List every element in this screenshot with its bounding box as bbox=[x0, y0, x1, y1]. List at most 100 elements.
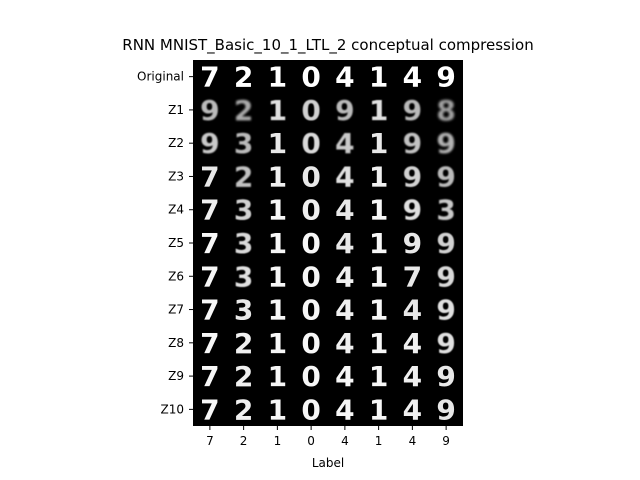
x-tick-label: 1 bbox=[375, 434, 383, 448]
digit-cell: 9 bbox=[436, 327, 455, 360]
digit-cell: 1 bbox=[268, 127, 287, 160]
digit-cell: 1 bbox=[268, 227, 287, 260]
digit-cell: 0 bbox=[301, 94, 320, 127]
digit-cell: 8 bbox=[436, 94, 455, 127]
digit-cell: 2 bbox=[234, 393, 253, 426]
digit-cell: 7 bbox=[200, 393, 219, 426]
digit-cell: 7 bbox=[200, 194, 219, 227]
digit-cell: 9 bbox=[436, 61, 455, 94]
digit-cell: 9 bbox=[403, 194, 422, 227]
x-tick-label: 2 bbox=[240, 434, 248, 448]
digit-cell: 0 bbox=[301, 327, 320, 360]
digit-cell: 7 bbox=[200, 227, 219, 260]
digit-cell: 1 bbox=[268, 393, 287, 426]
digit-cell: 1 bbox=[369, 360, 388, 393]
y-tick-label: Z3 bbox=[168, 170, 184, 184]
digit-cell: 0 bbox=[301, 260, 320, 293]
digit-cell: 4 bbox=[335, 327, 354, 360]
digit-cell: 2 bbox=[234, 360, 253, 393]
digit-cell: 1 bbox=[369, 294, 388, 327]
digit-cell: 9 bbox=[200, 127, 219, 160]
digit-cell: 1 bbox=[268, 260, 287, 293]
y-tick-label: Z10 bbox=[161, 402, 185, 416]
digit-cell: 7 bbox=[200, 360, 219, 393]
digit-cell: 4 bbox=[335, 161, 354, 194]
digit-cell: 7 bbox=[200, 294, 219, 327]
digit-cell: 0 bbox=[301, 294, 320, 327]
digit-cell: 9 bbox=[436, 227, 455, 260]
digit-cell: 3 bbox=[234, 194, 253, 227]
digit-cell: 1 bbox=[268, 360, 287, 393]
digit-cell: 7 bbox=[403, 260, 422, 293]
digit-cell: 4 bbox=[335, 127, 354, 160]
x-tick-label: 1 bbox=[274, 434, 282, 448]
digit-cell: 1 bbox=[369, 127, 388, 160]
digit-cell: 0 bbox=[301, 61, 320, 94]
digit-cell: 9 bbox=[436, 360, 455, 393]
digit-cell: 7 bbox=[200, 161, 219, 194]
y-tick-label: Z9 bbox=[168, 369, 184, 383]
digit-cell: 4 bbox=[335, 227, 354, 260]
digit-cell: 9 bbox=[403, 227, 422, 260]
digit-cell: 2 bbox=[234, 61, 253, 94]
y-tick-label: Z6 bbox=[168, 269, 184, 283]
digit-cell: 3 bbox=[436, 194, 455, 227]
y-tick-label: Z4 bbox=[168, 203, 184, 217]
x-tick-label: 7 bbox=[206, 434, 214, 448]
digit-cell: 7 bbox=[200, 327, 219, 360]
digit-cell: 1 bbox=[369, 260, 388, 293]
digit-cell: 7 bbox=[200, 260, 219, 293]
x-tick-label: 0 bbox=[307, 434, 315, 448]
digit-cell: 1 bbox=[369, 161, 388, 194]
digit-cell: 1 bbox=[268, 94, 287, 127]
digit-cell: 9 bbox=[403, 94, 422, 127]
digit-cell: 9 bbox=[403, 127, 422, 160]
x-axis-label: Label bbox=[312, 456, 344, 470]
digit-cell: 4 bbox=[335, 294, 354, 327]
digit-cell: 4 bbox=[403, 294, 422, 327]
digit-cell: 9 bbox=[436, 294, 455, 327]
digit-cell: 9 bbox=[436, 393, 455, 426]
x-tick-label: 9 bbox=[442, 434, 450, 448]
y-tick-label: Z7 bbox=[168, 303, 184, 317]
digit-cell: 7 bbox=[200, 61, 219, 94]
digit-cell: 1 bbox=[268, 61, 287, 94]
digit-cell: 9 bbox=[200, 94, 219, 127]
digit-cell: 3 bbox=[234, 127, 253, 160]
digit-cell: 1 bbox=[268, 161, 287, 194]
digit-cell: 3 bbox=[234, 227, 253, 260]
digit-cell: 1 bbox=[268, 327, 287, 360]
digit-cell: 3 bbox=[234, 260, 253, 293]
y-tick-label: Z5 bbox=[168, 236, 184, 250]
y-tick-label: Z8 bbox=[168, 336, 184, 350]
digit-cell: 4 bbox=[335, 61, 354, 94]
digit-cell: 9 bbox=[436, 260, 455, 293]
digit-cell: 0 bbox=[301, 194, 320, 227]
digit-cell: 4 bbox=[403, 61, 422, 94]
digit-cell: 1 bbox=[369, 94, 388, 127]
digit-cell: 4 bbox=[335, 260, 354, 293]
chart-title: RNN MNIST_Basic_10_1_LTL_2 conceptual co… bbox=[122, 36, 533, 55]
digit-cell: 9 bbox=[335, 94, 354, 127]
digit-cell: 2 bbox=[234, 161, 253, 194]
digit-cell: 1 bbox=[369, 327, 388, 360]
digit-cell: 0 bbox=[301, 360, 320, 393]
digit-cell: 9 bbox=[436, 161, 455, 194]
x-tick-label: 4 bbox=[341, 434, 349, 448]
digit-cell: 1 bbox=[369, 227, 388, 260]
digit-cell: 4 bbox=[403, 360, 422, 393]
x-tick-label: 4 bbox=[409, 434, 417, 448]
image-grid-background bbox=[193, 60, 463, 426]
digit-cell: 4 bbox=[403, 327, 422, 360]
digit-cell: 4 bbox=[335, 393, 354, 426]
y-tick-label: Z1 bbox=[168, 103, 184, 117]
y-tick-label: Original bbox=[137, 70, 184, 84]
digit-cell: 1 bbox=[268, 194, 287, 227]
digit-cell: 4 bbox=[335, 194, 354, 227]
digit-cell: 9 bbox=[403, 161, 422, 194]
digit-cell: 2 bbox=[234, 327, 253, 360]
digit-cell: 4 bbox=[403, 393, 422, 426]
